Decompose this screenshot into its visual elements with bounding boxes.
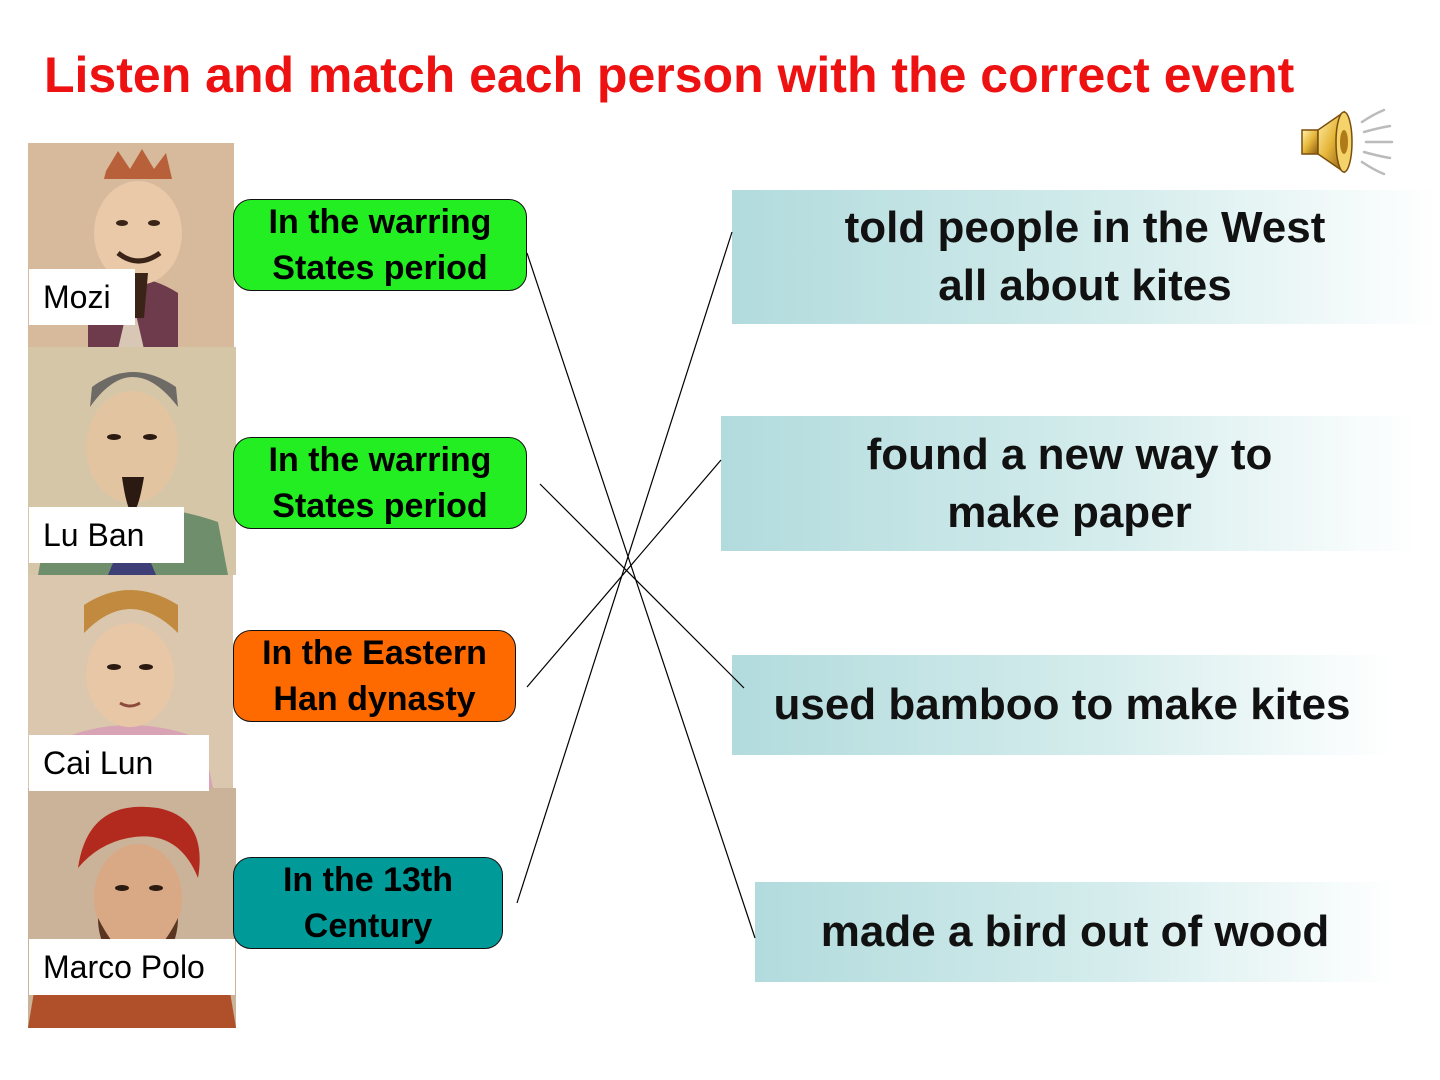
event-box-wood-bird[interactable]: made a bird out of wood <box>755 882 1395 982</box>
period-box-cai-lun[interactable]: In the Eastern Han dynasty <box>233 630 516 722</box>
match-line-cai-lun <box>526 459 722 688</box>
name-label-marco-polo: Marco Polo <box>29 939 235 995</box>
name-label-lu-ban: Lu Ban <box>29 507 184 563</box>
event-box-bamboo-kites[interactable]: used bamboo to make kites <box>732 655 1392 755</box>
name-label-cai-lun: Cai Lun <box>29 735 209 791</box>
period-box-mozi[interactable]: In the warring States period <box>233 199 527 291</box>
period-box-marco-polo[interactable]: In the 13th Century <box>233 857 503 949</box>
match-line-marco-polo <box>516 231 733 904</box>
event-box-paper[interactable]: found a new way to make paper <box>721 416 1418 551</box>
speaker-icon[interactable] <box>1298 108 1398 176</box>
period-box-lu-ban[interactable]: In the warring States period <box>233 437 527 529</box>
match-line-mozi <box>526 252 756 939</box>
slide-title: Listen and match each person with the co… <box>44 47 1295 103</box>
name-label-mozi: Mozi <box>29 269 135 325</box>
match-line-lu-ban <box>539 483 745 689</box>
event-box-kites-west[interactable]: told people in the West all about kites <box>732 190 1438 324</box>
